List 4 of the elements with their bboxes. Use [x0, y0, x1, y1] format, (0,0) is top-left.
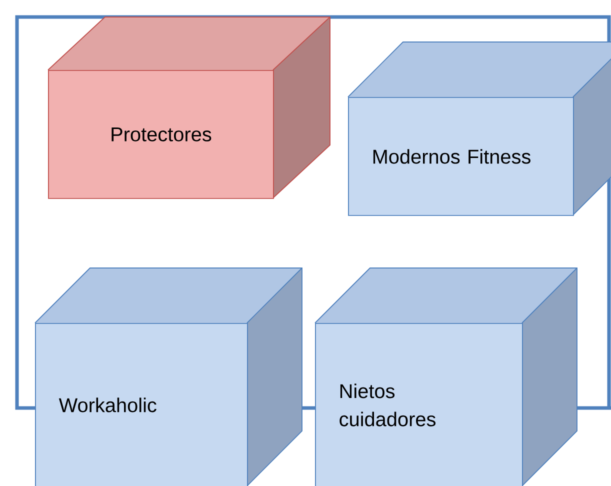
cube: Workaholic [34, 268, 302, 486]
cube: Nietos cuidadores [314, 268, 578, 486]
cube: Protectores [48, 16, 330, 199]
cube: Modernos Fitness [348, 42, 611, 216]
